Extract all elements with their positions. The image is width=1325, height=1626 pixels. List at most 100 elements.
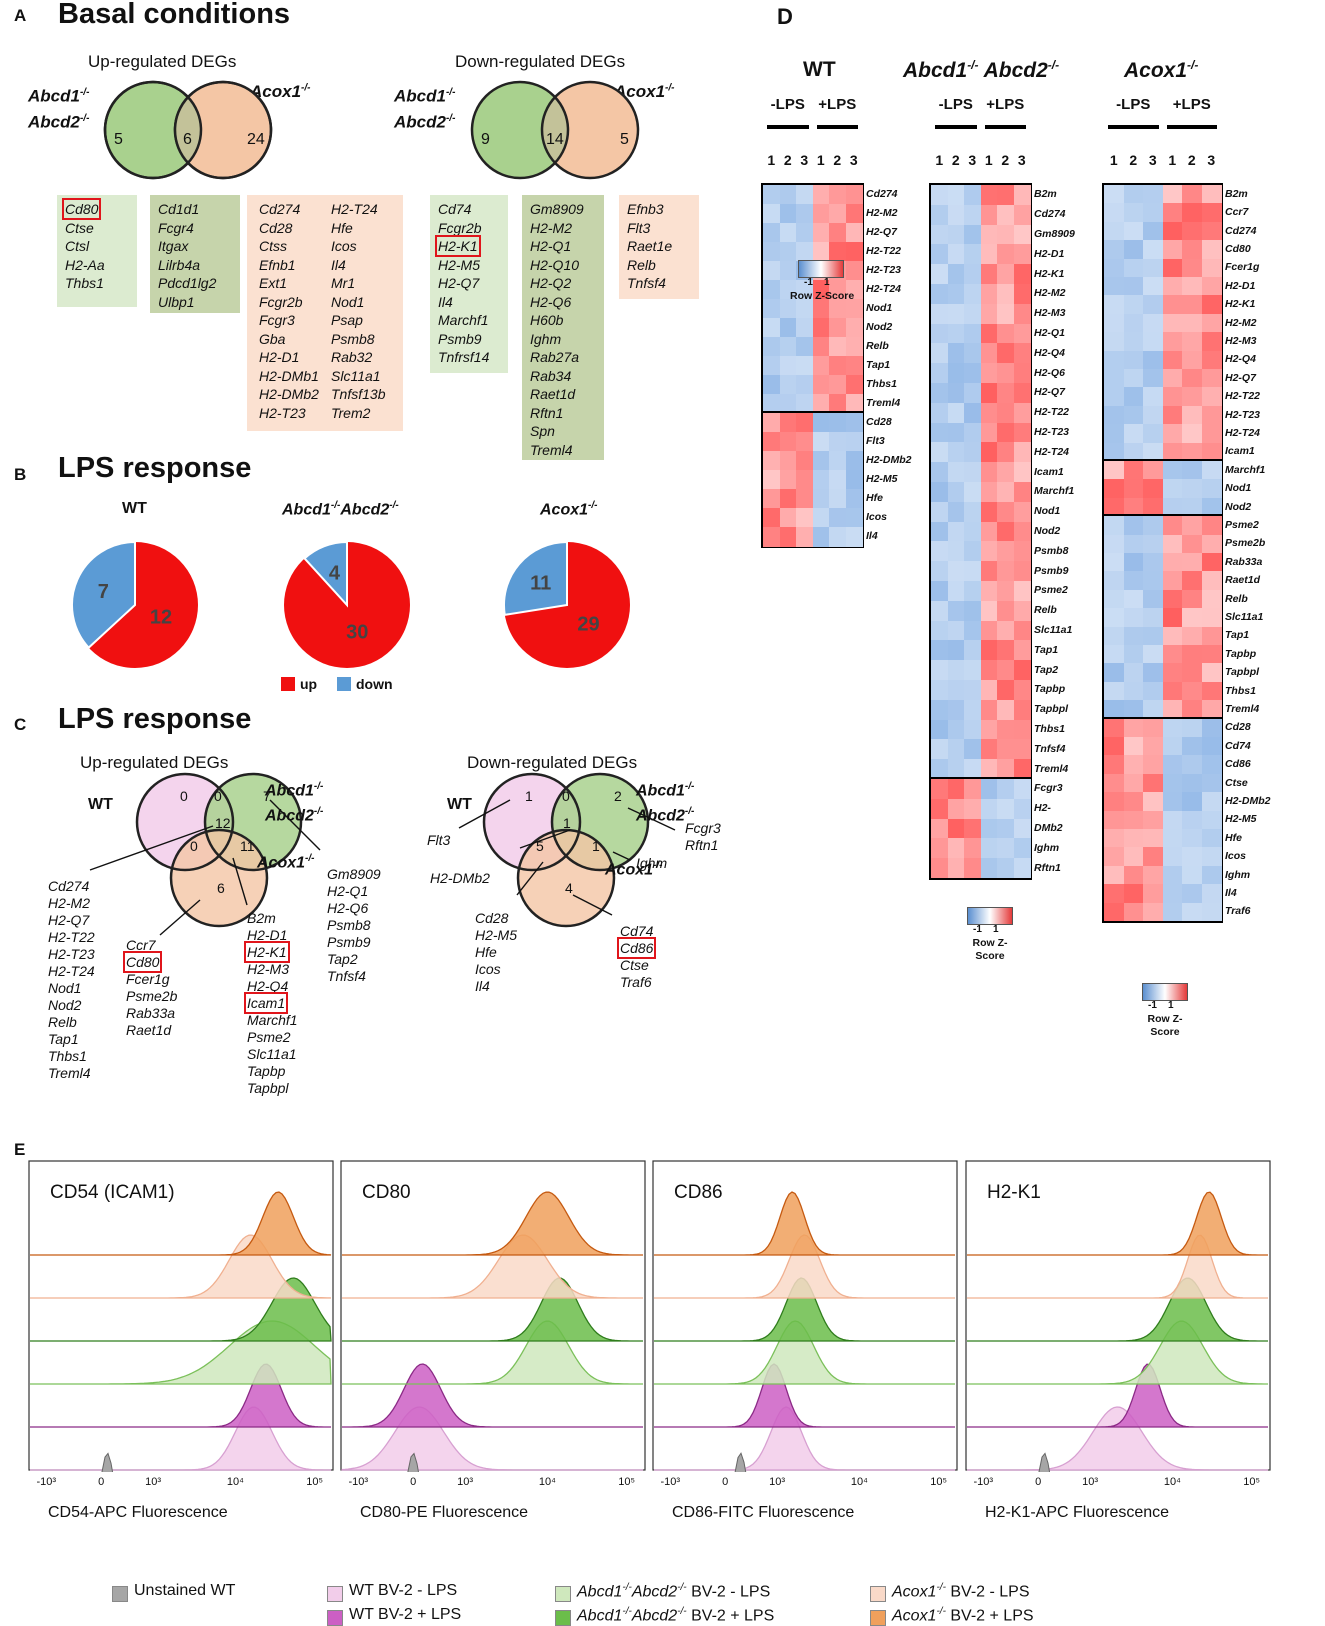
- gene-name: Trem2: [331, 404, 371, 421]
- flow-axis-tick: -10³: [973, 1476, 994, 1488]
- heatmap-gene-label: Gm8909: [1034, 228, 1075, 240]
- heatmap-cell: [1123, 847, 1144, 867]
- venn-a-down-left-count: 9: [481, 131, 490, 148]
- heatmap-cell: [980, 680, 998, 701]
- heatmap-cell: [1123, 865, 1144, 885]
- heatmap-cell: [964, 818, 981, 839]
- heatmap-cell: [931, 422, 948, 443]
- heatmap-cell: [1013, 462, 1031, 483]
- heatmap-cell: [1143, 644, 1163, 664]
- heatmap-cell: [997, 719, 1014, 740]
- heatmap-cell: [1143, 902, 1163, 922]
- heatmap-cell: [1182, 589, 1202, 609]
- venn-c-up: [135, 772, 303, 928]
- heatmap-cell: [1201, 663, 1222, 683]
- heatmap-cell: [1201, 792, 1222, 812]
- heatmap-cell: [997, 185, 1014, 206]
- gene-name: Psmb8: [331, 330, 375, 347]
- heatmap-cell: [1182, 700, 1202, 720]
- heatmap-cell: [779, 299, 797, 319]
- heatmap-cell: [964, 581, 981, 602]
- heatmap-column-label: 1: [1168, 152, 1177, 168]
- gene-name: H2-M3: [247, 961, 290, 977]
- gene-name: Il4: [438, 293, 453, 310]
- heatmap-cell: [1104, 405, 1124, 425]
- heatmap-cell: [812, 470, 830, 490]
- heatmap-cell: [829, 318, 846, 338]
- heatmap-gene-label: H2-T23: [1034, 426, 1070, 438]
- gene-name: Tapbp: [247, 1063, 286, 1079]
- flow-histogram-trace: [654, 1406, 955, 1471]
- flow-axis-tick: 10⁴: [850, 1476, 868, 1488]
- heatmap-cell: [1162, 295, 1183, 315]
- heatmap-cell: [947, 620, 965, 641]
- heatmap-cell: [763, 223, 780, 243]
- heatmap-cell: [1201, 369, 1222, 388]
- heatmap-cell: [1013, 303, 1031, 325]
- heatmap-cell: [1162, 479, 1183, 499]
- heatmap-cell: [1182, 313, 1202, 333]
- heatmap-cell: [1162, 792, 1183, 812]
- heatmap-gene-label: Cd86: [1225, 758, 1251, 771]
- heatmap-cell: [1162, 516, 1183, 536]
- heatmap-cell: [1201, 700, 1222, 720]
- heatmap-gene-label: Tap1: [866, 359, 891, 371]
- heatmap-column-label: 2: [1187, 152, 1196, 168]
- heatmap-gene-label: Nod2: [866, 321, 893, 333]
- heatmap-cell: [1013, 561, 1031, 582]
- heatmap-cell: [997, 323, 1014, 344]
- heatmap-cell: [829, 223, 846, 243]
- heatmap-gene-label: H2-T22: [866, 245, 902, 257]
- gene-name: Cd274: [48, 878, 90, 894]
- heatmap-cell: [796, 527, 813, 547]
- heatmap-cell: [964, 204, 981, 226]
- gene-name: Fcgr2b: [438, 219, 482, 236]
- zscore-colorbar: [798, 260, 844, 278]
- heatmap-cell: [1201, 350, 1222, 370]
- heatmap-gene-label: Marchf1: [1225, 463, 1266, 476]
- heatmap-cell: [796, 242, 813, 262]
- gene-name: Il4: [475, 978, 490, 994]
- flow-legend-label: Acox1-/- BV-2 + LPS: [892, 1606, 1034, 1625]
- heatmap-cell: [1201, 589, 1222, 609]
- heatmap-cell: [1104, 442, 1124, 462]
- heatmap-cell: [1104, 626, 1124, 646]
- gene-name: Itgax: [158, 238, 189, 254]
- gene-name: Ulbp1: [158, 293, 195, 310]
- heatmap-cell: [1123, 902, 1144, 922]
- heatmap-cell: [1013, 422, 1031, 443]
- heatmap-cell: [1123, 534, 1144, 554]
- flow-axis-tick: 0: [98, 1476, 105, 1488]
- heatmap-cell: [845, 413, 863, 433]
- heatmap-cell: [1182, 258, 1202, 278]
- gene-name: H2-Q6: [327, 900, 369, 916]
- heatmap-cell: [829, 356, 846, 376]
- heatmap-cell: [1143, 221, 1163, 241]
- gene-name: Fcgr4: [158, 219, 194, 236]
- gene-name: H2-DMb2: [430, 870, 490, 886]
- heatmap-cell: [964, 383, 981, 404]
- gene-name: B2m: [247, 910, 276, 926]
- heatmap-cell: [980, 541, 998, 562]
- heatmap-cell: [1013, 224, 1031, 245]
- heatmap-cell: [1104, 277, 1124, 296]
- heatmap-cell: [779, 394, 797, 414]
- heatmap-cell: [763, 413, 780, 433]
- heatmap-cell: [997, 402, 1014, 424]
- heatmap-cell: [763, 527, 780, 547]
- gene-name: Relb: [627, 256, 656, 273]
- heatmap-cell: [1182, 828, 1202, 848]
- heatmap-cell: [1162, 461, 1183, 480]
- heatmap-cell: [1013, 600, 1031, 622]
- heatmap-cell: [1143, 424, 1163, 444]
- flow-panel-title: CD80: [362, 1182, 411, 1203]
- heatmap-gene-label: H2-M2: [866, 207, 898, 219]
- heatmap-cell: [812, 356, 830, 376]
- heatmap-cell: [1123, 718, 1144, 738]
- gene-name: Slc11a1: [247, 1046, 297, 1062]
- heatmap-cell: [964, 402, 981, 424]
- heatmap-cell: [997, 640, 1014, 661]
- heatmap-gene-label: Fcer1g: [1225, 261, 1260, 274]
